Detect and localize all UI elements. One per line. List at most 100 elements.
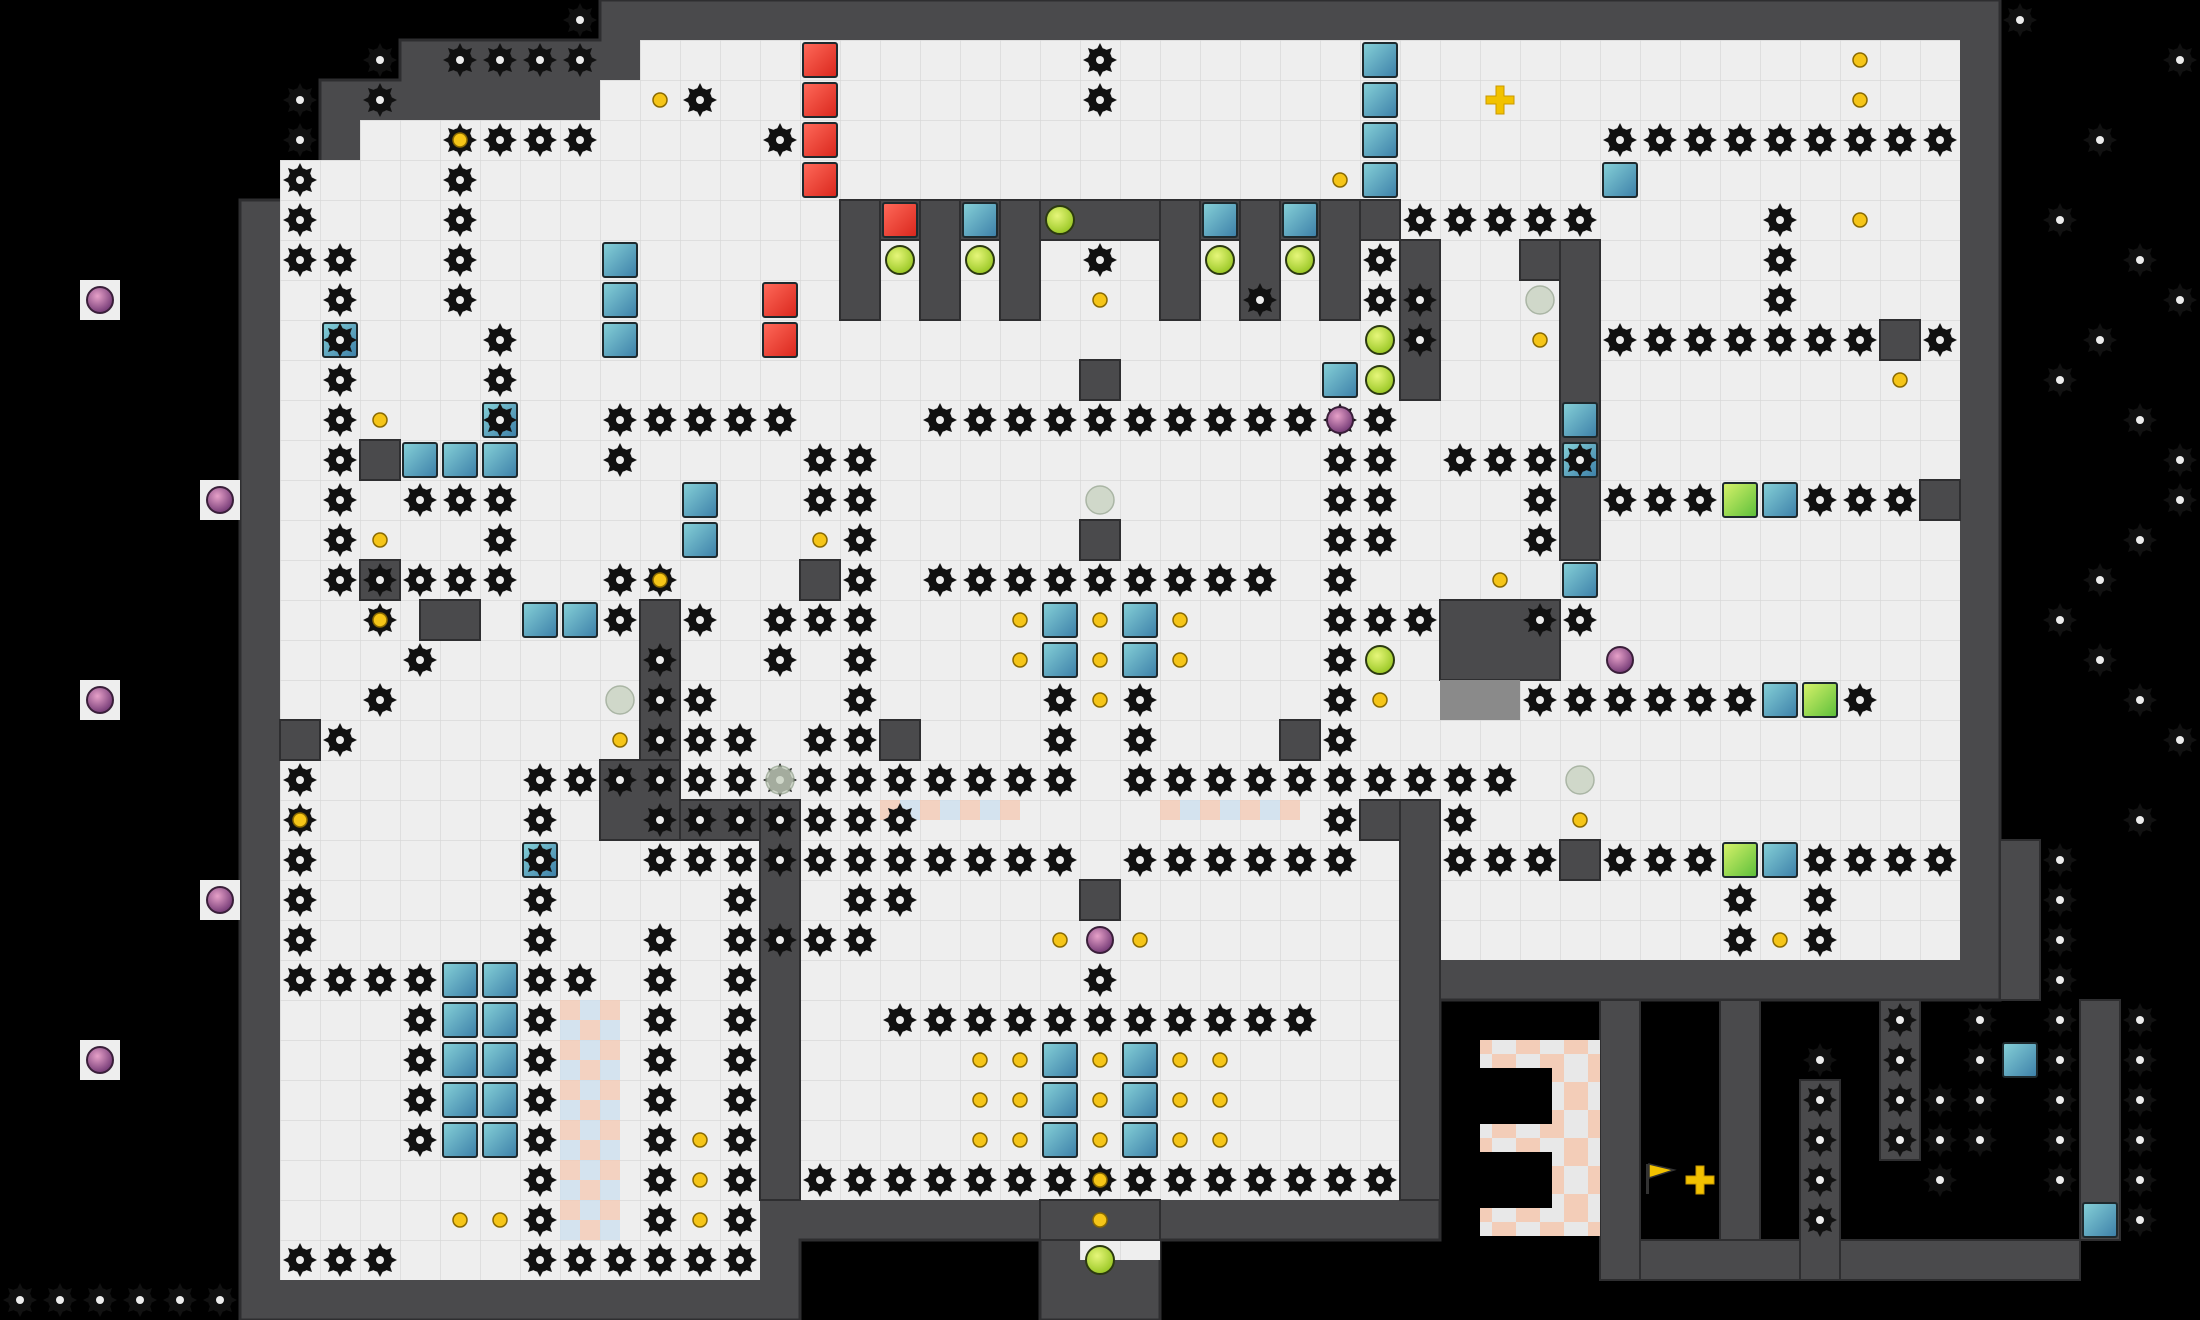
coin-icon[interactable] [492, 1212, 508, 1228]
coin-icon[interactable] [1092, 612, 1108, 628]
coin-icon[interactable] [1212, 1092, 1228, 1108]
teal-block[interactable] [602, 242, 638, 278]
teal-block[interactable] [1362, 42, 1398, 78]
teal-block[interactable] [1042, 1042, 1078, 1078]
lime-orb-icon[interactable] [1205, 245, 1235, 275]
coin-icon[interactable] [372, 412, 388, 428]
gem-orb-icon[interactable] [1086, 926, 1114, 954]
lime-orb-icon[interactable] [885, 245, 915, 275]
coin-icon[interactable] [1172, 652, 1188, 668]
red-block[interactable] [802, 82, 838, 118]
goal-cross-icon[interactable] [1485, 85, 1515, 115]
coin-icon[interactable] [1172, 1132, 1188, 1148]
teal-block[interactable] [442, 1082, 478, 1118]
goal-cross-icon[interactable] [1685, 1165, 1715, 1195]
coin-icon[interactable] [1092, 1172, 1108, 1188]
teal-block[interactable] [482, 962, 518, 998]
coin-icon[interactable] [1012, 1132, 1028, 1148]
teal-block[interactable] [602, 282, 638, 318]
red-block[interactable] [802, 162, 838, 198]
coin-icon[interactable] [1212, 1132, 1228, 1148]
coin-icon[interactable] [1492, 572, 1508, 588]
coin-icon[interactable] [1012, 1052, 1028, 1068]
teal-block[interactable] [442, 1002, 478, 1038]
lime-block[interactable] [1802, 682, 1838, 718]
teal-block[interactable] [1322, 362, 1358, 398]
teal-block[interactable] [962, 202, 998, 238]
teal-block[interactable] [1042, 1122, 1078, 1158]
teal-block[interactable] [1122, 642, 1158, 678]
coin-icon[interactable] [1092, 652, 1108, 668]
coin-icon[interactable] [652, 572, 668, 588]
coin-icon[interactable] [1092, 1132, 1108, 1148]
teal-block[interactable] [1282, 202, 1318, 238]
coin-icon[interactable] [1852, 212, 1868, 228]
gem-orb-icon[interactable] [86, 286, 114, 314]
teal-block[interactable] [482, 1122, 518, 1158]
teal-block[interactable] [1562, 562, 1598, 598]
teal-block[interactable] [522, 602, 558, 638]
teal-block[interactable] [682, 522, 718, 558]
teal-block[interactable] [1362, 122, 1398, 158]
coin-icon[interactable] [292, 812, 308, 828]
red-block[interactable] [762, 282, 798, 318]
lime-orb-icon[interactable] [1365, 325, 1395, 355]
coin-icon[interactable] [1852, 52, 1868, 68]
teal-block[interactable] [1362, 82, 1398, 118]
coin-icon[interactable] [1172, 612, 1188, 628]
teal-block[interactable] [482, 1042, 518, 1078]
teal-block[interactable] [2002, 1042, 2038, 1078]
teal-block[interactable] [442, 442, 478, 478]
teal-block[interactable] [442, 962, 478, 998]
coin-icon[interactable] [1212, 1052, 1228, 1068]
coin-icon[interactable] [1092, 292, 1108, 308]
teal-block[interactable] [602, 322, 638, 358]
coin-icon[interactable] [1132, 932, 1148, 948]
coin-icon[interactable] [372, 532, 388, 548]
coin-icon[interactable] [972, 1092, 988, 1108]
teal-block[interactable] [1762, 842, 1798, 878]
teal-block[interactable] [562, 602, 598, 638]
gem-orb-icon[interactable] [86, 686, 114, 714]
red-block[interactable] [802, 42, 838, 78]
teal-block[interactable] [1562, 402, 1598, 438]
coin-icon[interactable] [1012, 612, 1028, 628]
coin-icon[interactable] [972, 1132, 988, 1148]
teal-block[interactable] [442, 1042, 478, 1078]
coin-icon[interactable] [372, 612, 388, 628]
coin-icon[interactable] [612, 732, 628, 748]
teal-block[interactable] [1122, 1082, 1158, 1118]
coin-icon[interactable] [1092, 1212, 1108, 1228]
lime-orb-icon[interactable] [1285, 245, 1315, 275]
gem-orb-icon[interactable] [1326, 406, 1354, 434]
coin-icon[interactable] [652, 92, 668, 108]
lime-block[interactable] [1722, 842, 1758, 878]
lime-orb-icon[interactable] [1085, 1245, 1115, 1275]
lime-orb-icon[interactable] [1045, 205, 1075, 235]
teal-block[interactable] [1042, 1082, 1078, 1118]
coin-icon[interactable] [452, 1212, 468, 1228]
colored-blocks[interactable] [322, 42, 2118, 1238]
red-block[interactable] [882, 202, 918, 238]
coin-icon[interactable] [1092, 1092, 1108, 1108]
teal-block[interactable] [482, 442, 518, 478]
teal-block[interactable] [1042, 602, 1078, 638]
gem-orb-icon[interactable] [206, 486, 234, 514]
lime-orb-icon[interactable] [1365, 365, 1395, 395]
coin-icon[interactable] [452, 132, 468, 148]
gem-orb-icon[interactable] [206, 886, 234, 914]
coin-icon[interactable] [1172, 1092, 1188, 1108]
teal-block[interactable] [1602, 162, 1638, 198]
checkpoint-flag-icon[interactable] [1646, 1163, 1677, 1194]
coin-icon[interactable] [1172, 1052, 1188, 1068]
lime-orbs[interactable] [605, 205, 1595, 1275]
coin-icon[interactable] [1372, 692, 1388, 708]
coin-icon[interactable] [1572, 812, 1588, 828]
lime-block[interactable] [1722, 482, 1758, 518]
teal-block[interactable] [482, 1082, 518, 1118]
gem-orbs[interactable] [80, 280, 1634, 1080]
teal-block[interactable] [1202, 202, 1238, 238]
coin-icon[interactable] [1332, 172, 1348, 188]
red-block[interactable] [762, 322, 798, 358]
